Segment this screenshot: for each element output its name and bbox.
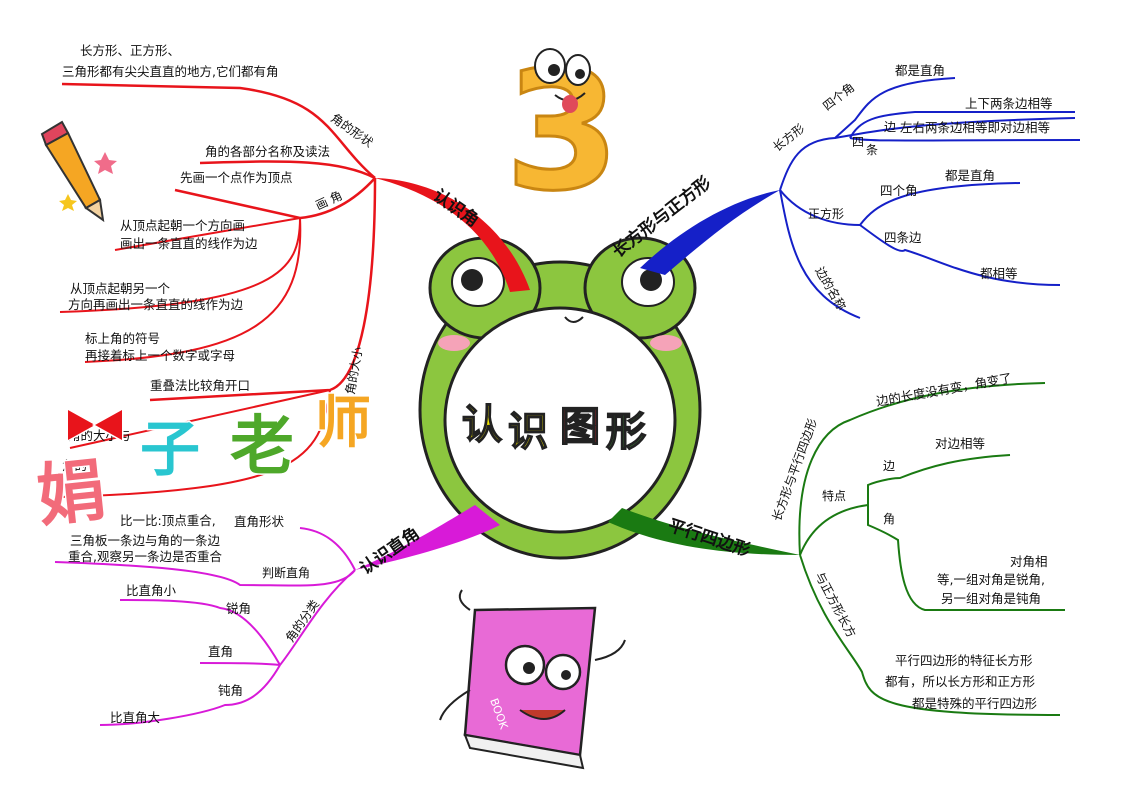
number-three-mascot: 3 bbox=[504, 34, 622, 229]
square-sides-label: 四条边 bbox=[884, 230, 922, 245]
obtuse-text: 比直角大 bbox=[110, 710, 160, 725]
rect-sides-label-1: 四 bbox=[852, 135, 864, 149]
angle-draw-step-7: 再接着标上一个数字或字母 bbox=[85, 348, 235, 363]
para-angle-label: 角 bbox=[883, 512, 895, 526]
para-relation-text-1: 平行四边形的特征长方形 bbox=[895, 653, 1033, 668]
para-relation-text-2: 都有，所以长方形和正方形 bbox=[885, 674, 1036, 689]
center-char-3: 图 bbox=[560, 404, 600, 450]
center-frog bbox=[418, 236, 702, 560]
watermark-char-1: 娟 bbox=[34, 451, 110, 537]
right-classify-label: 角的分类 bbox=[282, 597, 322, 645]
square-angles-value: 都是直角 bbox=[945, 168, 995, 183]
angle-size-label: 角的大小 bbox=[342, 346, 365, 396]
angle-draw-step-5: 方向再画出一条直直的线作为边 bbox=[68, 297, 244, 312]
pencil-icon bbox=[40, 120, 117, 223]
right-judge-label: 判断直角 bbox=[262, 565, 310, 580]
para-angle-text-2: 等,一组对角是锐角, bbox=[937, 572, 1045, 587]
square-angles-label: 四个角 bbox=[880, 183, 918, 198]
acute-label: 锐角 bbox=[226, 601, 251, 616]
para-feature-label: 特点 bbox=[822, 488, 846, 503]
angle-parts-text: 角的各部分名称及读法 bbox=[205, 144, 330, 159]
rect-angles-label: 四个角 bbox=[820, 80, 857, 113]
angle-draw-step-1: 先画一个点作为顶点 bbox=[180, 170, 293, 185]
angle-draw-label: 画 角 bbox=[313, 188, 344, 212]
right-judge-text-3: 三角板一条边与角的一条边 bbox=[70, 533, 221, 548]
watermark-char-3: 老 bbox=[230, 410, 294, 484]
right-judge-text-4: 重合,观察另一条边是否重合 bbox=[68, 549, 222, 564]
para-relation-text-3: 都是特殊的平行四边形 bbox=[912, 696, 1038, 711]
branch-angle bbox=[59, 82, 530, 498]
center-char-4: 形 bbox=[606, 409, 646, 455]
angle-size-item-1: 重叠法比较角开口 bbox=[150, 378, 250, 393]
watermark: 娟 子 老 师 bbox=[32, 390, 372, 539]
obtuse-label: 钝角 bbox=[218, 683, 243, 698]
para-side-label: 边 bbox=[883, 459, 895, 473]
para-change-label: 长方形与平行四边形 bbox=[769, 416, 820, 523]
center-char-1: 认 bbox=[462, 402, 502, 448]
branch-para bbox=[608, 382, 1065, 716]
para-change-text: 边的长度没有变，角变了 bbox=[875, 370, 1013, 409]
para-angle-text-3: 另一组对角是钝角 bbox=[941, 591, 1041, 606]
branch-rect bbox=[640, 77, 1081, 319]
rect-edge-name: 边的名称 bbox=[812, 264, 849, 313]
square-sides-value: 都相等 bbox=[980, 266, 1018, 281]
right-judge-text-2: 直角形状 bbox=[234, 514, 285, 529]
angle-shape-text-1: 长方形、正方形、 bbox=[80, 43, 180, 58]
para-angle-text-1: 对角相 bbox=[1010, 554, 1048, 569]
angle-draw-step-2: 从顶点起朝一个方向画 bbox=[120, 218, 245, 233]
book-mascot: BOOK bbox=[439, 589, 626, 770]
center-char-2: 识 bbox=[508, 409, 548, 455]
angle-draw-step-3: 画出一条直直的线作为边 bbox=[120, 236, 258, 251]
rightangle-label: 直角 bbox=[208, 644, 233, 659]
rect-sides-label-3: 边 bbox=[884, 120, 896, 134]
angle-size-item-3: 角的 bbox=[62, 458, 87, 473]
para-side-text: 对边相等 bbox=[935, 436, 985, 451]
watermark-char-4: 师 bbox=[315, 391, 371, 456]
right-judge-text-1: 比一比:顶点重合, bbox=[120, 513, 216, 528]
branch-right bbox=[54, 505, 500, 726]
rect-side-1: 上下两条边相等 bbox=[965, 96, 1053, 111]
branch-angle-label: 认识角 bbox=[429, 185, 483, 231]
square-label: 正方形 bbox=[808, 206, 844, 221]
center-title: 认 识 图 形 bbox=[461, 401, 647, 456]
rect-side-2: 左右两条边相等即对边相等 bbox=[900, 120, 1050, 135]
acute-text: 比直角小 bbox=[126, 583, 177, 598]
angle-shape-text-2: 三角形都有尖尖直直的地方,它们都有角 bbox=[62, 64, 278, 79]
branch-para-label: 平行四边形 bbox=[665, 515, 752, 561]
rect-sides-label-2: 条 bbox=[866, 143, 878, 157]
angle-shape-label: 角的形状 bbox=[328, 110, 376, 150]
angle-draw-step-6: 标上角的符号 bbox=[85, 331, 160, 346]
rect-angles-value: 都是直角 bbox=[895, 63, 945, 78]
angle-draw-step-4: 从顶点起朝另一个 bbox=[70, 281, 171, 296]
watermark-char-2: 子 bbox=[140, 415, 200, 485]
